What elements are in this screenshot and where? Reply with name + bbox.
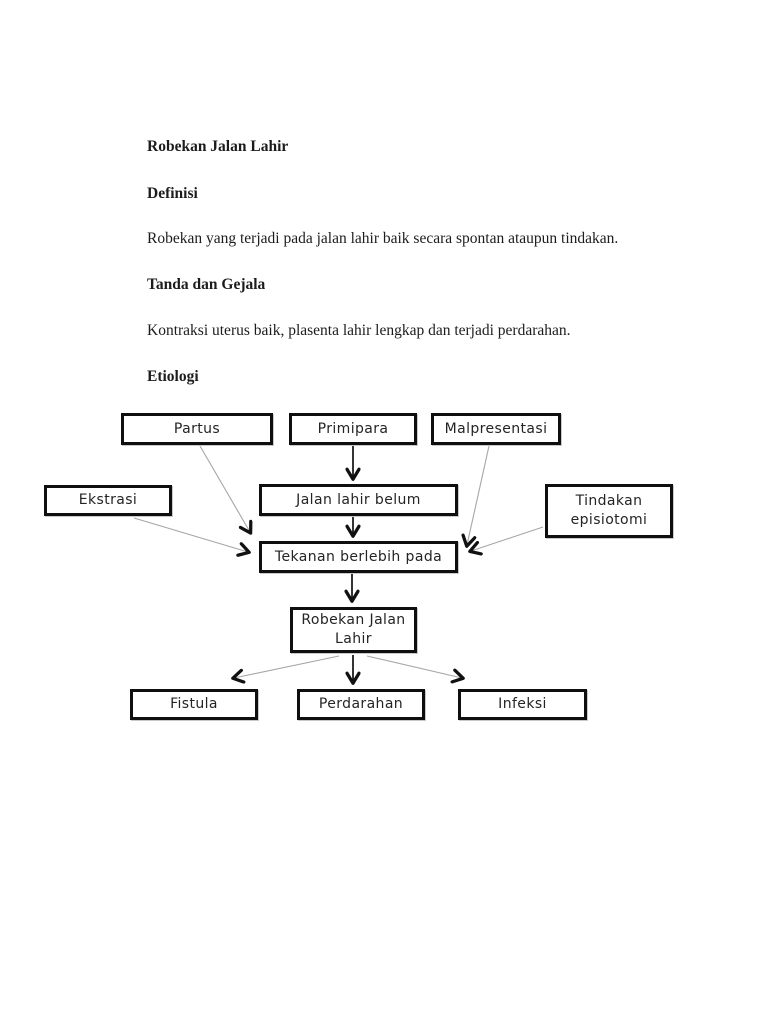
node-ekstrasi: Ekstrasi: [44, 485, 172, 516]
heading-etiologi: Etiologi: [147, 368, 199, 385]
paragraph-definisi: Robekan yang terjadi pada jalan lahir ba…: [147, 230, 619, 247]
paragraph-tanda-dan-gejala: Kontraksi uterus baik, plasenta lahir le…: [147, 322, 571, 339]
node-infeksi-label: Infeksi: [498, 696, 547, 713]
connector-ekstrasi-tekanan: [133, 517, 248, 552]
node-robekan-jalan-lahir: Robekan Jalan Lahir: [290, 607, 417, 653]
connector-tindakan-tekanan: [471, 526, 544, 551]
node-primipara-label: Primipara: [317, 420, 389, 437]
page-title: Robekan Jalan Lahir: [147, 138, 289, 155]
node-primipara: Primipara: [289, 413, 417, 445]
node-fistula: Fistula: [130, 689, 258, 720]
node-partus-label: Partus: [173, 420, 221, 437]
heading-tanda-dan-gejala: Tanda dan Gejala: [147, 276, 266, 293]
connector-malpresentasi-tekanan: [467, 445, 490, 545]
connector-robekan-infeksi: [366, 655, 462, 678]
node-perdarahan: Perdarahan: [297, 689, 425, 720]
node-tindakan-episiotomi: Tindakan episiotomi: [545, 484, 673, 538]
node-fistula-label: Fistula: [170, 696, 218, 713]
node-partus: Partus: [121, 413, 273, 445]
node-perdarahan-label: Perdarahan: [318, 696, 404, 713]
connector-partus-tekanan: [199, 445, 250, 532]
connector-robekan-fistula: [234, 655, 340, 678]
node-jalan-lahir-belum: Jalan lahir belum: [259, 484, 458, 516]
node-malpresentasi-label: Malpresentasi: [444, 420, 548, 437]
node-ekstrasi-label: Ekstrasi: [78, 492, 138, 509]
node-tindakan-episiotomi-label: Tindakan episiotomi: [570, 493, 648, 528]
node-malpresentasi: Malpresentasi: [431, 413, 561, 445]
node-tekanan-berlebih: Tekanan berlebih pada: [259, 541, 458, 573]
node-infeksi: Infeksi: [458, 689, 587, 720]
node-robekan-jalan-lahir-label: Robekan Jalan Lahir: [301, 612, 406, 647]
node-jalan-lahir-belum-label: Jalan lahir belum: [296, 491, 421, 508]
heading-definisi: Definisi: [147, 185, 198, 202]
node-tekanan-berlebih-label: Tekanan berlebih pada: [274, 548, 443, 565]
